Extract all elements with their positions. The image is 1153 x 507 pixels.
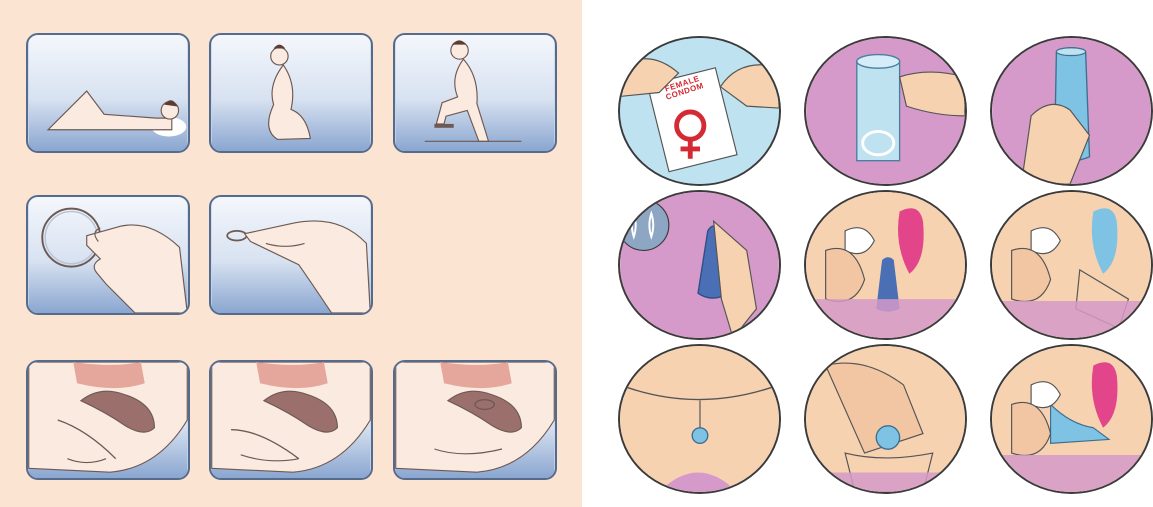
circle-insert-cross-section (804, 190, 967, 340)
tile-squatting (209, 33, 373, 153)
circle-open-package: FEMALE CONDOM (618, 36, 781, 186)
circle-hold-condom (990, 36, 1153, 186)
circle-squeeze-ring (618, 190, 781, 340)
circle-push-cross-section (990, 190, 1153, 340)
circle-guide-penis (804, 344, 967, 494)
left-illustration-panel (0, 0, 582, 507)
tile-ring-squeezed (209, 195, 373, 315)
tile-cross-section-3 (393, 360, 557, 480)
tile-cross-section-2 (209, 360, 373, 480)
tile-foot-raised (393, 33, 557, 153)
circle-inner-ring (804, 36, 967, 186)
tile-cross-section-1 (26, 360, 190, 480)
circle-outer-ring (618, 344, 781, 494)
circle-in-use-cross-section (990, 344, 1153, 494)
tile-lying-down (26, 33, 190, 153)
tile-ring-held (26, 195, 190, 315)
right-illustration-panel: FEMALE CONDOM (582, 0, 1153, 507)
